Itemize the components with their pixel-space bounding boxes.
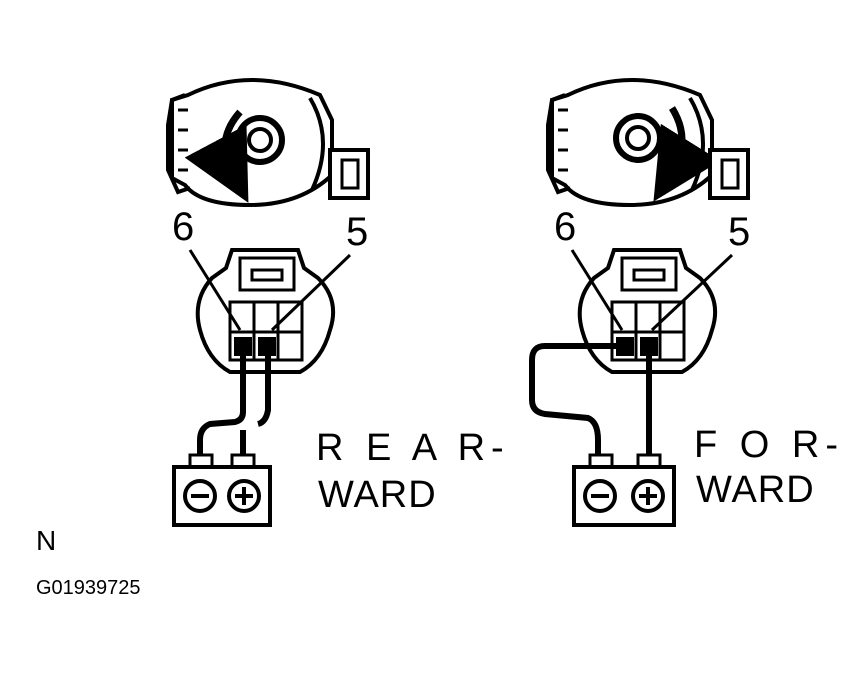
- pin-6-label: 6: [172, 205, 194, 249]
- actuator-left: [166, 78, 370, 208]
- connector-left: [195, 248, 335, 374]
- rearward-label-line2: WARD: [318, 474, 437, 516]
- connector-right: [577, 248, 717, 374]
- battery-right: [572, 453, 676, 527]
- rearward-panel: 6 5 R E A R-: [166, 78, 510, 527]
- rotation-arrow-cw-icon: [653, 106, 721, 202]
- pin-5-label: 5: [346, 210, 368, 254]
- actuator-right: [546, 78, 750, 208]
- figure-code: G01939725: [36, 577, 141, 599]
- forward-label-line2: WARD: [696, 469, 815, 511]
- rearward-label-line1: R E A R-: [316, 427, 510, 469]
- pin-6-label: 6: [554, 205, 576, 249]
- forward-panel: 6 5 F O R- WARD: [529, 78, 844, 527]
- corner-label: N: [36, 525, 57, 556]
- rotation-arrow-ccw-icon: [184, 109, 249, 203]
- battery-left: [172, 453, 272, 527]
- pin-5-label: 5: [728, 210, 750, 254]
- forward-label-line1: F O R-: [694, 424, 844, 466]
